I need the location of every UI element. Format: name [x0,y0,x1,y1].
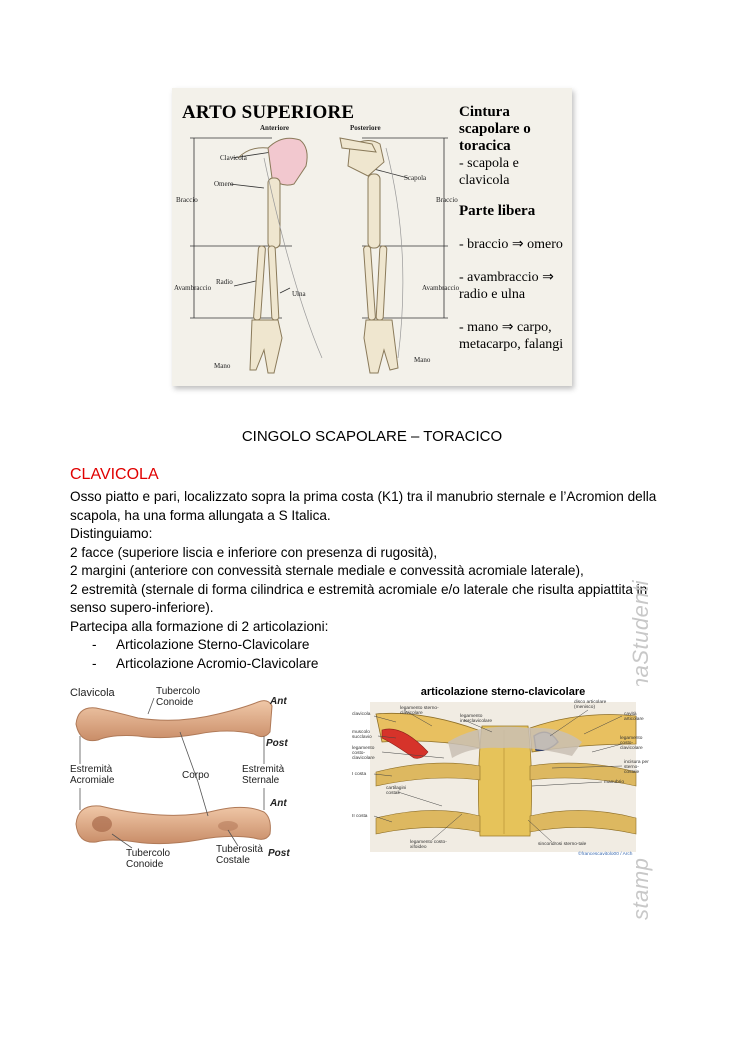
label-tubercolo-conoide-bottom: Tubercolo Conoide [126,848,171,870]
clavicle-title: Clavicola [70,687,115,699]
joint-label-seconda-costa: II costa [352,814,368,819]
joint-label-lig-costo-right: legamento costo-clavicolare [620,736,643,751]
list-dash: - [92,637,97,652]
label-scapola: Scapola [404,174,427,182]
figure-side-notes: Cintura scapolare o toracica - scapola e… [459,104,571,353]
joint-title: articolazione sterno-clavicolare [420,686,586,698]
joint-label-incisura: incisura per sterno-costale [624,760,649,775]
front-arm-bones [237,137,308,374]
list-item: - Articolazione Acromio-Clavicolare [70,655,680,674]
label-omero: Omero [214,180,234,188]
clavicola-body: Osso piatto e pari, localizzato sopra la… [70,488,680,673]
label-estremita-sternale: Estremità Sternale [242,764,285,786]
label-mano-right: Mano [414,356,431,364]
clavicle-illustration [75,697,273,849]
joint-label-lig-sterno: legamento sterno-clavicolare [400,706,439,716]
label-estremita-acromiale: Estremità Acromiale [70,764,115,786]
side-item-avambraccio: - avambraccio ⇒ radio e ulna [459,270,554,302]
paragraph-description: Osso piatto e pari, localizzato sopra la… [70,489,657,523]
joint-label-cartilagini: cartilagini costali [386,786,407,796]
ligaments [448,726,582,758]
back-arm-bones [339,137,399,374]
label-clavicola: Clavicola [220,154,247,162]
manubrium [478,725,532,837]
side-heading-parte-libera: Parte libera [459,203,536,219]
joint-label-lig-inter: legamento interclavicolare [460,714,492,724]
list-item: - Articolazione Sterno-Clavicolare [70,636,680,655]
label-ant-top: Ant [270,696,287,707]
paragraph-estremita: 2 estremità (sternale di forma cilindric… [70,581,648,616]
clavicle-top-bone [75,700,273,742]
label-ant-bottom: Ant [270,798,287,809]
label-braccio-left: Braccio [176,196,198,204]
joint-label-cavita: cavità articolare [624,712,644,722]
joint-label-muscolo: muscolo succlavio [352,730,372,740]
joint-label-lig-radiato: legamento costo-xifoideo [410,840,447,850]
label-ulna: Ulna [292,290,306,298]
side-item-mano: - mano ⇒ carpo, metacarpo, falangi [459,320,564,352]
label-tuberosita-costale: Tuberosità Costale [216,844,263,866]
list-dash: - [92,655,97,671]
sternoclavicular-figure: articolazione sterno-clavicolare [352,686,654,858]
label-post-top: Post [266,738,288,749]
label-avambraccio-right: Avambraccio [422,284,460,292]
label-corpo: Corpo [182,770,210,781]
label-post-bottom: Post [268,848,290,859]
side-item-braccio: - braccio ⇒ omero [459,237,563,252]
paragraph-margini: 2 margini (anteriore con convessità ster… [70,563,584,578]
figure-title: ARTO SUPERIORE [182,102,355,123]
label-posteriore: Posteriore [350,124,381,132]
clavicola-heading: CLAVICOLA [70,466,159,483]
paragraph-distinguiamo: Distinguiamo: [70,526,153,541]
joint-label-disco: disco articolare (menisco) [574,700,607,710]
label-anteriore: Anteriore [260,124,290,132]
side-item-scapola: - scapola e clavicola [459,156,519,188]
subclavius-muscle [381,728,429,759]
list-text: Articolazione Sterno-Clavicolare [116,637,310,652]
label-tubercolo-conoide-top: Tubercolo Conoide [156,686,201,708]
paragraph-facce: 2 facce (superiore liscia e inferiore co… [70,544,438,560]
paragraph-articolazioni: Partecipa alla formazione di 2 articolaz… [70,618,329,634]
clavicle-figure: Clavicola Tubercolo Conoide Ant Post Est… [68,684,298,874]
joint-label-manubrio: manubrio [604,780,624,785]
section-title: CINGOLO SCAPOLARE – TORACICO [241,428,503,445]
label-avambraccio-left: Avambraccio [174,284,212,292]
label-radio: Radio [216,278,233,286]
label-braccio-right: Braccio [436,196,458,204]
label-mano-left: Mano [214,362,231,370]
joint-label-lig-costo: legamento costo-clavicolare [352,746,375,761]
joint-label-clavicola: clavicola [352,712,371,717]
list-text: Articolazione Acromio-Clavicolare [116,655,319,671]
upper-limb-illustration [190,137,448,374]
second-rib [375,810,481,835]
clavicle-bottom-bone [75,805,271,845]
joint-label-prima-costa: I costa [352,772,367,777]
joint-label-sincondrosi: sincondrosi sterno-tale [538,842,587,847]
joint-credit: ©francescavitolo00 / Arch [578,852,633,857]
second-rib-right [529,810,637,835]
first-rib-right [529,762,637,787]
upper-limb-figure: ARTO SUPERIORE [172,88,572,386]
first-rib [375,762,481,787]
side-heading-cintura: Cintura scapolare o toracica [459,104,531,154]
joint-illustration [370,702,637,852]
